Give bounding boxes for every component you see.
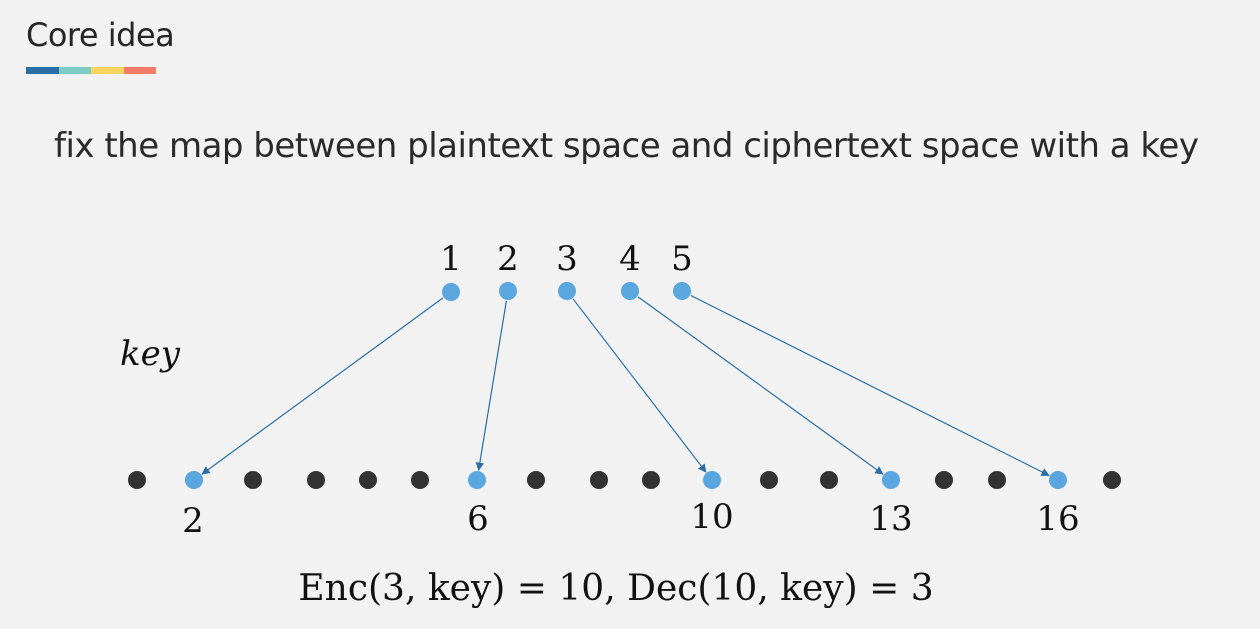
- mapping-arrow-4: [637, 296, 884, 475]
- ciphertext-dot-mapped: [185, 471, 203, 489]
- ciphertext-label: 13: [869, 499, 912, 539]
- mapping-arrow-1: [201, 297, 444, 475]
- dots: [128, 282, 1121, 489]
- ciphertext-dot: [128, 471, 146, 489]
- plaintext-label: 3: [556, 239, 578, 279]
- underline-segment-2: [58, 67, 91, 74]
- formula: Enc(3, key) = 10, Dec(10, key) = 3: [298, 568, 933, 609]
- slide-subtitle: fix the map between plaintext space and …: [54, 126, 1199, 166]
- ciphertext-dot-mapped: [1049, 471, 1067, 489]
- mapping-arrow-5: [690, 294, 1050, 477]
- mapping-arrows: [201, 294, 1050, 477]
- ciphertext-dot: [760, 471, 778, 489]
- ciphertext-dot: [527, 471, 545, 489]
- plaintext-dot-1: [442, 283, 460, 301]
- ciphertext-dot: [590, 471, 608, 489]
- ciphertext-dot: [820, 471, 838, 489]
- ciphertext-dot: [411, 471, 429, 489]
- ciphertext-label: 2: [182, 501, 204, 541]
- ciphertext-label: 16: [1036, 499, 1079, 539]
- underline-segment-3: [91, 67, 124, 74]
- ciphertext-label: 6: [467, 499, 489, 539]
- plaintext-label: 4: [619, 239, 641, 279]
- plaintext-label: 1: [440, 239, 462, 279]
- plaintext-dot-3: [558, 282, 576, 300]
- ciphertext-dot: [642, 471, 660, 489]
- plaintext-dot-5: [673, 282, 691, 300]
- plaintext-label: 5: [671, 239, 693, 279]
- key-label: key: [120, 334, 181, 374]
- ciphertext-dot: [988, 471, 1006, 489]
- ciphertext-dot-mapped: [882, 471, 900, 489]
- ciphertext-dot-mapped: [703, 471, 721, 489]
- ciphertext-dot: [244, 471, 262, 489]
- title-underline: [26, 67, 156, 74]
- underline-segment-1: [26, 67, 59, 74]
- ciphertext-dot: [935, 471, 953, 489]
- plaintext-dot-2: [499, 282, 517, 300]
- slide-title: Core idea: [26, 16, 175, 54]
- ciphertext-dot: [359, 471, 377, 489]
- plaintext-dot-4: [621, 282, 639, 300]
- underline-segment-4: [123, 67, 156, 74]
- ciphertext-dot-mapped: [468, 471, 486, 489]
- ciphertext-label: 10: [690, 497, 733, 537]
- ciphertext-dot: [1103, 471, 1121, 489]
- mapping-arrow-3: [572, 298, 707, 473]
- mapping-arrow-2: [475, 300, 507, 471]
- ciphertext-dot: [307, 471, 325, 489]
- plaintext-label: 2: [497, 239, 519, 279]
